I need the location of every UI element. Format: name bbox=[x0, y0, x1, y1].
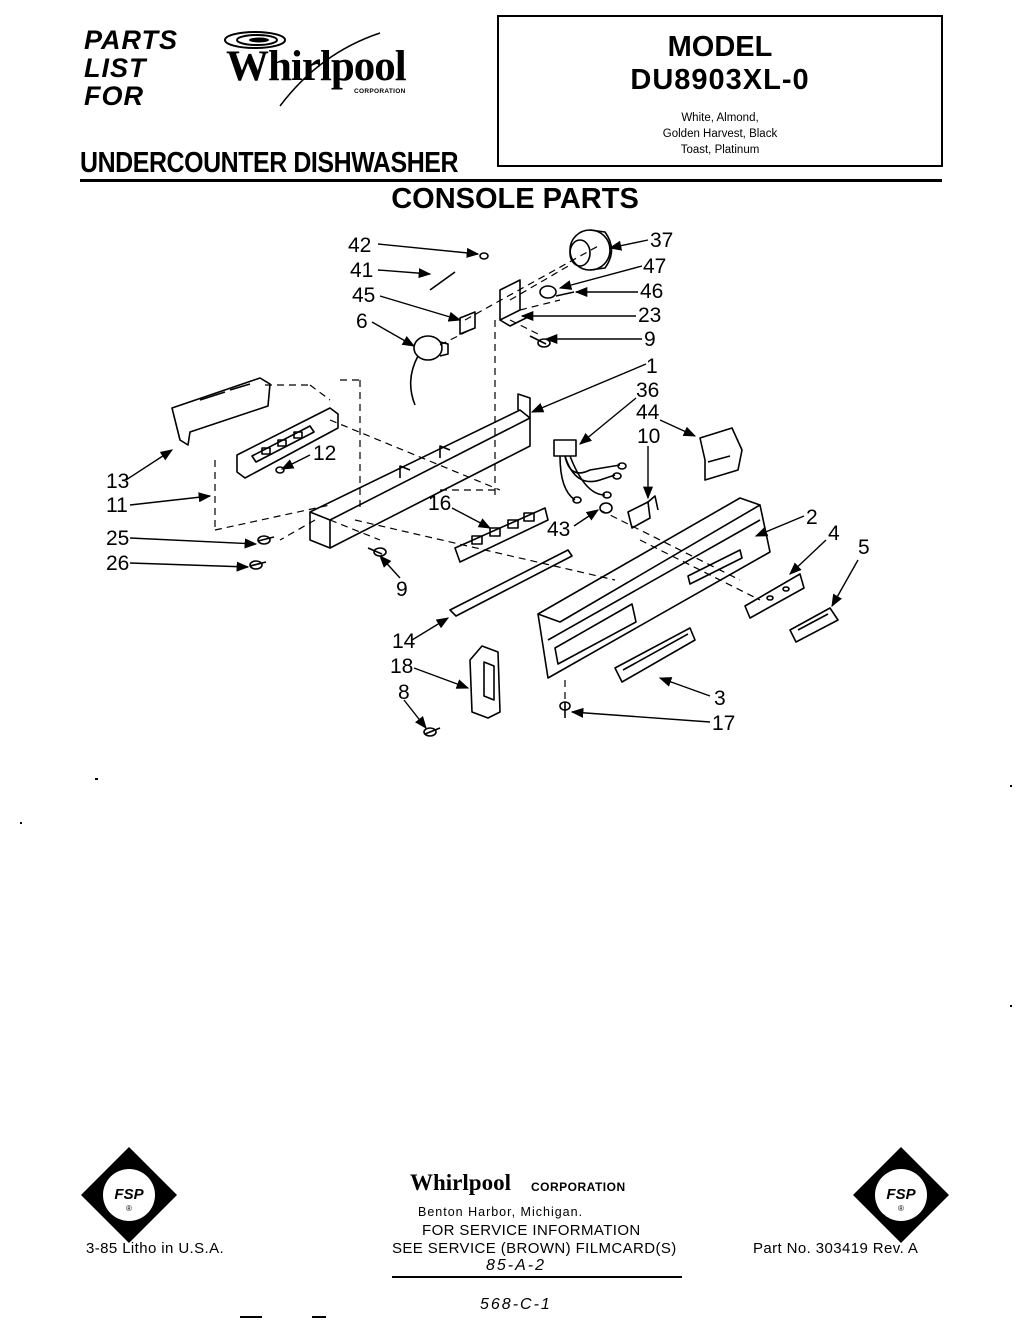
callout-4: 4 bbox=[828, 522, 840, 545]
callout-25: 25 bbox=[106, 527, 129, 550]
fsp-logo-left-text: FSP bbox=[114, 1186, 144, 1203]
callout-6: 6 bbox=[356, 310, 368, 333]
callout-12: 12 bbox=[313, 442, 336, 465]
callout-18: 18 bbox=[390, 655, 413, 678]
callout-11: 11 bbox=[106, 494, 128, 517]
callout-2: 2 bbox=[806, 506, 818, 529]
fsp-logo-left-mark: ® bbox=[126, 1204, 132, 1213]
model-title: MODEL bbox=[667, 31, 773, 63]
service-info-line-2: SEE SERVICE (BROWN) FILMCARD(S) bbox=[392, 1240, 677, 1257]
callout-9-top: 9 bbox=[644, 328, 656, 351]
callout-47: 47 bbox=[643, 255, 666, 278]
callout-13: 13 bbox=[106, 470, 129, 493]
callout-44: 44 bbox=[636, 401, 660, 424]
callout-10: 10 bbox=[637, 425, 660, 448]
callout-41: 41 bbox=[350, 259, 373, 282]
footer-corporation-label: CORPORATION bbox=[531, 1180, 626, 1194]
footer-whirlpool-brand: Whirlpool bbox=[410, 1170, 511, 1195]
callout-3: 3 bbox=[714, 687, 726, 710]
parts-list-for-label: PARTS LIST FOR bbox=[84, 26, 178, 110]
section-title: CONSOLE PARTS bbox=[391, 183, 639, 215]
callout-23: 23 bbox=[638, 304, 661, 327]
callout-16: 16 bbox=[428, 492, 451, 515]
parts-list-line-1: PARTS bbox=[84, 25, 179, 55]
filmcard-number: 85-A-2 bbox=[486, 1257, 547, 1274]
header-divider bbox=[80, 179, 942, 182]
whirlpool-swirl-logo bbox=[224, 31, 381, 107]
handwritten-reference: 568-C-1 bbox=[480, 1296, 552, 1313]
callout-43: 43 bbox=[547, 518, 570, 541]
callout-14: 14 bbox=[392, 630, 416, 653]
model-colors: White, Almond, Golden Harvest, Black Toa… bbox=[497, 110, 943, 158]
part-number: Part No. 303419 Rev. A bbox=[753, 1240, 919, 1257]
service-info-line-1: FOR SERVICE INFORMATION bbox=[422, 1222, 641, 1239]
litho-note: 3-85 Litho in U.S.A. bbox=[86, 1240, 225, 1257]
callout-36: 36 bbox=[636, 379, 659, 402]
callout-8: 8 bbox=[398, 681, 410, 704]
whirlpool-brand: Whirlpool bbox=[226, 43, 407, 90]
model-colors-line-3: Toast, Platinum bbox=[680, 144, 760, 156]
product-type-title: UNDERCOUNTER DISHWASHER bbox=[80, 147, 459, 179]
footer-city: Benton Harbor, Michigan. bbox=[418, 1205, 584, 1219]
model-number: DU8903XL-0 bbox=[630, 64, 810, 96]
fsp-logo-right: FSP ® bbox=[853, 1147, 949, 1243]
callout-45: 45 bbox=[352, 284, 375, 307]
callout-46: 46 bbox=[640, 280, 663, 303]
callout-17: 17 bbox=[712, 712, 735, 735]
model-box bbox=[497, 15, 943, 167]
model-colors-line-1: White, Almond, bbox=[681, 112, 759, 124]
whirlpool-corporation-label: CORPORATION bbox=[354, 88, 406, 95]
callout-9-bottom: 9 bbox=[396, 578, 408, 601]
parts-list-line-2: LIST bbox=[84, 53, 147, 83]
callout-1: 1 bbox=[646, 355, 658, 378]
model-colors-line-2: Golden Harvest, Black bbox=[662, 128, 778, 140]
fsp-logo-right-mark: ® bbox=[898, 1204, 904, 1213]
callout-37: 37 bbox=[650, 229, 673, 252]
fsp-logo-left: FSP ® bbox=[81, 1147, 177, 1243]
callout-5: 5 bbox=[858, 536, 870, 559]
fsp-logo-right-text: FSP bbox=[886, 1186, 916, 1203]
callout-42: 42 bbox=[348, 234, 371, 257]
filmcard-underline bbox=[392, 1276, 682, 1278]
parts-list-line-3: FOR bbox=[84, 81, 144, 111]
callout-26: 26 bbox=[106, 552, 129, 575]
